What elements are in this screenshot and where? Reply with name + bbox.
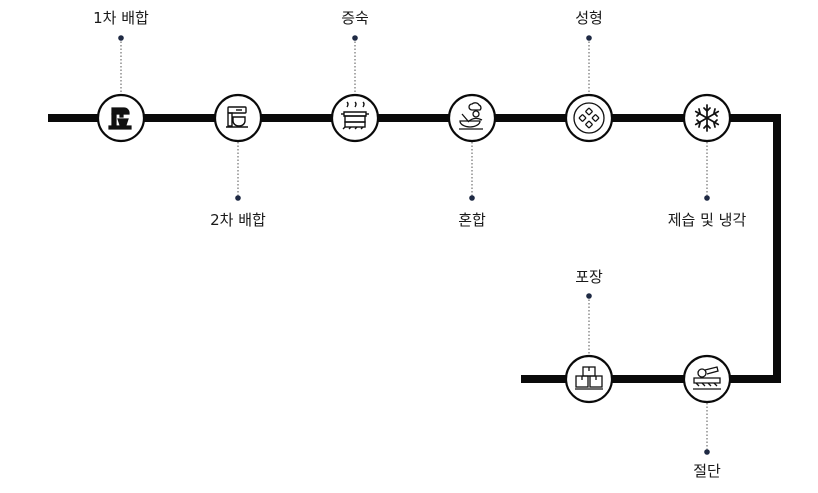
chef-mixing-bowl-icon bbox=[459, 102, 483, 130]
flow-line bbox=[48, 114, 781, 383]
step-label-mix2: 2차 배합 bbox=[210, 211, 266, 229]
snowflake-icon bbox=[694, 104, 720, 132]
node-mix2 bbox=[213, 93, 263, 143]
node-pack bbox=[564, 354, 614, 404]
node-cut bbox=[682, 354, 732, 404]
step-label-shape: 성형 bbox=[575, 9, 603, 27]
cutting-machine-icon bbox=[693, 366, 721, 390]
step-label-cool: 제습 및 냉각 bbox=[667, 211, 747, 229]
molded-rice-cakes-icon bbox=[573, 102, 605, 134]
dot-mix2 bbox=[235, 195, 241, 201]
node-shape bbox=[564, 93, 614, 143]
stand-mixer-icon bbox=[108, 107, 132, 130]
dot-cool bbox=[704, 195, 710, 201]
step-label-blend: 혼합 bbox=[458, 211, 486, 229]
mixing-machine-icon bbox=[226, 106, 248, 128]
dot-shape bbox=[586, 35, 592, 41]
step-label-cut: 절단 bbox=[693, 462, 721, 480]
step-label-steam: 증숙 bbox=[341, 9, 369, 27]
dot-steam bbox=[352, 35, 358, 41]
dot-mix1 bbox=[118, 35, 124, 41]
dot-pack bbox=[586, 293, 592, 299]
node-mix1 bbox=[96, 93, 146, 143]
dot-cut bbox=[704, 449, 710, 455]
dot-blend bbox=[469, 195, 475, 201]
steamer-pot-icon bbox=[341, 101, 369, 130]
step-label-mix1: 1차 배합 bbox=[93, 9, 149, 27]
step-label-pack: 포장 bbox=[575, 268, 603, 286]
connectors bbox=[120, 38, 708, 452]
step-nodes bbox=[96, 93, 732, 404]
connector-dots bbox=[118, 35, 710, 455]
node-steam bbox=[330, 93, 380, 143]
boxes-icon bbox=[575, 366, 603, 390]
node-blend bbox=[447, 93, 497, 143]
